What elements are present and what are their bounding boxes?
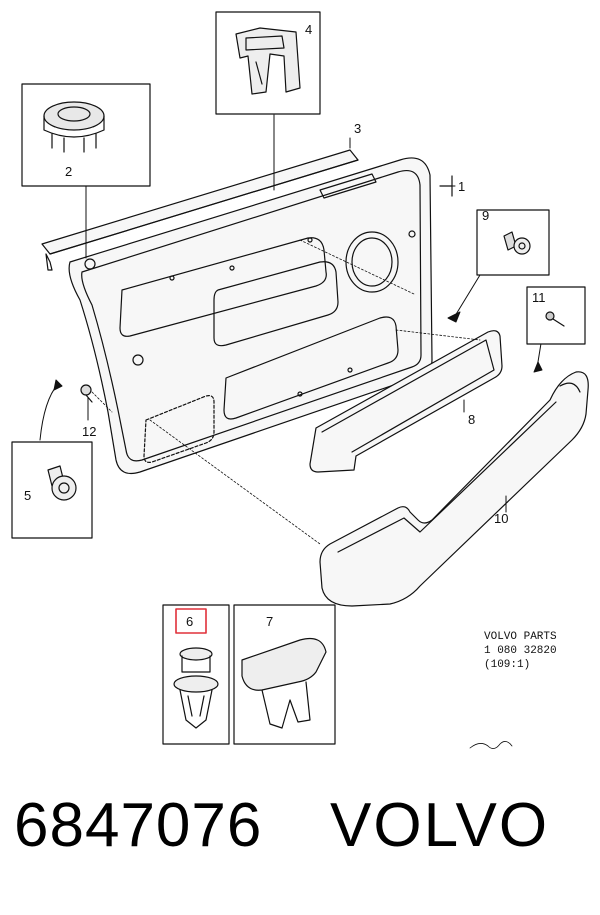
stamp-line-1: VOLVO PARTS xyxy=(484,631,557,643)
callout-1: 1 xyxy=(458,179,465,194)
part-number: 6847076 xyxy=(14,791,263,860)
footer: 6847076 VOLVO xyxy=(0,790,600,900)
part-2-grommet-drawing xyxy=(43,101,105,153)
callout-7: 7 xyxy=(266,614,273,629)
part-6-push-clip-drawing xyxy=(173,647,219,729)
part-1-bracket xyxy=(439,175,453,197)
stamp-line-3: (109:1) xyxy=(484,659,530,671)
armrest-insert xyxy=(309,330,503,473)
signature-mark xyxy=(469,741,513,749)
stamp-line-2: 1 080 32820 xyxy=(484,645,557,657)
exploded-parts-diagram: 1 2 3 4 5 6 7 8 9 10 11 12 VOLVO PARTS 1… xyxy=(11,11,589,749)
callout-11: 11 xyxy=(532,290,546,305)
part-2-box xyxy=(21,83,151,187)
assembly-lines xyxy=(91,239,481,545)
callout-10: 10 xyxy=(494,511,508,526)
callout-6: 6 xyxy=(186,614,193,629)
callout-4: 4 xyxy=(305,22,312,37)
part-4-clip-drawing xyxy=(235,27,301,95)
callout-8: 8 xyxy=(468,412,475,427)
brand-name: VOLVO xyxy=(330,791,550,860)
callout-9: 9 xyxy=(482,208,489,223)
part-9-screw-drawing xyxy=(503,231,531,255)
part-7-clip-drawing xyxy=(241,637,327,729)
armrest xyxy=(319,371,589,607)
clip-12-drawing xyxy=(80,384,93,403)
part-6-box xyxy=(162,604,230,745)
callout-12: 12 xyxy=(82,424,96,439)
part-11-screw-drawing xyxy=(545,311,565,327)
part-6-highlight xyxy=(175,608,207,634)
callout-5: 5 xyxy=(24,488,31,503)
callout-2: 2 xyxy=(65,164,72,179)
upper-moulding-strip xyxy=(41,149,359,271)
part-5-clip-drawing xyxy=(47,465,77,501)
callout-3: 3 xyxy=(354,121,361,136)
door-trim-panel xyxy=(68,157,433,475)
part-11-box xyxy=(526,286,586,345)
